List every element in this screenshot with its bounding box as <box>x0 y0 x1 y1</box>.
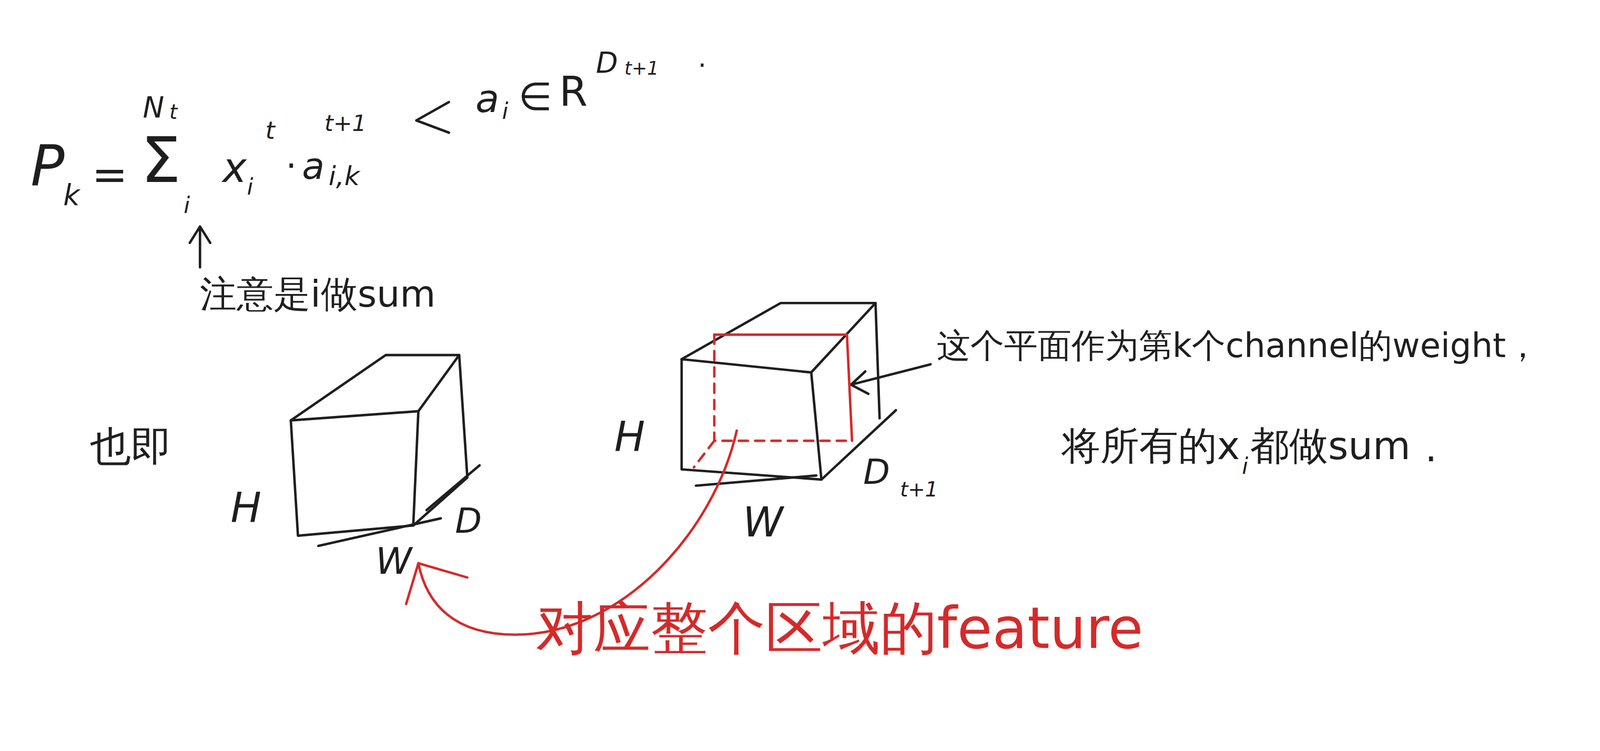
formula-subscript: i <box>183 194 190 217</box>
formula-symbol: = <box>92 153 128 196</box>
highlight-note: 对应整个区域的feature <box>535 600 1144 658</box>
formula-superscript: t+1 <box>624 59 659 78</box>
formula-subscript: i <box>246 175 253 199</box>
pointer-arrow <box>416 102 450 133</box>
axis-label: D <box>454 503 482 539</box>
formula-symbol: Σ <box>140 128 181 192</box>
leader-arrow <box>851 364 931 394</box>
axis-label: H <box>230 487 261 529</box>
formula-symbol: a <box>301 147 325 185</box>
formula-subscript: k <box>63 181 80 210</box>
formula-superscript: t <box>169 102 178 123</box>
annotation-text: . <box>1424 428 1437 468</box>
channel-plane <box>406 334 853 635</box>
annotation-text: 都做sum <box>1250 426 1411 466</box>
formula-symbol: . <box>697 44 707 72</box>
axis-label: W <box>742 502 784 544</box>
formula-subscript: i,k <box>328 163 360 190</box>
annotation-text: 将所有的x <box>1061 426 1241 466</box>
axis-label: W <box>375 542 412 580</box>
annotation-text: 也即 <box>89 426 172 468</box>
formula-symbol: a <box>475 79 500 119</box>
formula-symbol: x <box>222 147 247 189</box>
annotation-subscript: i <box>1241 454 1249 478</box>
formula-superscript: t <box>265 118 275 144</box>
formula-superscript: N <box>143 93 165 123</box>
axis-subscript: t+1 <box>899 479 938 501</box>
formula-superscript: D <box>595 48 619 78</box>
pointer-arrow <box>189 226 211 268</box>
formula-subscript: i <box>502 99 509 123</box>
feature-cube <box>290 355 480 546</box>
annotation-text: 注意是i做sum <box>199 275 436 313</box>
formula-symbol: ∈ <box>518 77 553 117</box>
axis-label: D <box>863 454 890 490</box>
formula-symbol: R <box>559 71 588 113</box>
axis-label: H <box>614 416 645 458</box>
formula-symbol: · <box>285 148 297 184</box>
annotation-text: 这个平面作为第k个channel的weight， <box>936 328 1540 363</box>
formula-symbol: P <box>30 137 65 195</box>
formula-superscript: t+1 <box>324 112 367 135</box>
